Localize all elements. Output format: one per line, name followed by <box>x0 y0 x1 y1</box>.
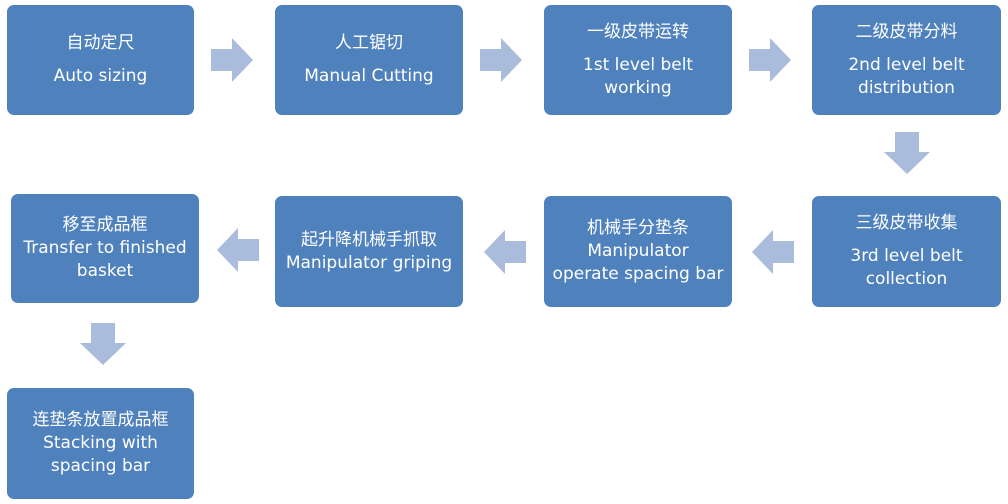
step-manual-cutting: 人工锯切 Manual Cutting <box>275 5 463 115</box>
step-stacking: 连垫条放置成品框 Stacking with spacing bar <box>7 388 194 499</box>
step-second-belt: 二级皮带分料 2nd level belt distribution <box>812 5 1001 115</box>
arrow-right-icon <box>211 38 253 82</box>
arrow-left-icon <box>752 230 794 274</box>
step-third-belt: 三级皮带收集 3rd level belt collection <box>812 196 1001 307</box>
step-label-en: 2nd level belt <box>848 54 965 75</box>
step-label-en: 3rd level belt <box>850 246 963 266</box>
step-label-zh: 二级皮带分料 <box>855 21 958 42</box>
step-label-zh: 连垫条放置成品框 <box>32 410 169 430</box>
step-label-en-2: operate spacing bar <box>552 264 724 284</box>
step-label-en-2: collection <box>865 269 948 289</box>
arrow-right-icon <box>749 38 791 82</box>
arrow-left-icon <box>217 228 259 272</box>
step-label-en: Manual Cutting <box>304 66 434 86</box>
step-label-en: Transfer to finished <box>23 238 187 258</box>
arrow-down-icon <box>884 132 930 174</box>
step-label-en: Stacking with <box>43 433 158 453</box>
step-auto-sizing: 自动定尺 Auto sizing <box>7 5 194 115</box>
step-label-en: Auto sizing <box>53 66 148 86</box>
arrow-down-icon <box>80 323 126 365</box>
step-label-en: Manipulator <box>587 241 689 261</box>
step-label-zh: 人工锯切 <box>335 33 403 53</box>
step-label-en-2: distribution <box>858 77 955 98</box>
step-spacing-bar: 机械手分垫条 Manipulator operate spacing bar <box>544 196 732 307</box>
step-label-en: 1st level belt <box>582 54 694 75</box>
step-label-en-2: working <box>604 77 672 98</box>
step-label-zh: 机械手分垫条 <box>587 218 689 238</box>
arrow-right-icon <box>480 38 522 82</box>
arrow-left-icon <box>484 230 526 274</box>
step-first-belt: 一级皮带运转 1st level belt working <box>544 5 732 115</box>
step-label-zh: 起升降机械手抓取 <box>301 229 437 250</box>
step-manipulator-griping: 起升降机械手抓取 Manipulator griping <box>275 196 463 307</box>
step-label-zh: 移至成品框 <box>62 215 148 235</box>
step-label-zh: 自动定尺 <box>66 33 135 53</box>
step-label-zh: 三级皮带收集 <box>855 213 958 233</box>
step-label-zh: 一级皮带运转 <box>587 21 689 42</box>
step-transfer-basket: 移至成品框 Transfer to finished basket <box>11 194 199 303</box>
step-label-en-2: spacing bar <box>50 456 151 476</box>
step-label-en-2: basket <box>76 261 134 281</box>
step-label-en: Manipulator griping <box>285 252 453 273</box>
